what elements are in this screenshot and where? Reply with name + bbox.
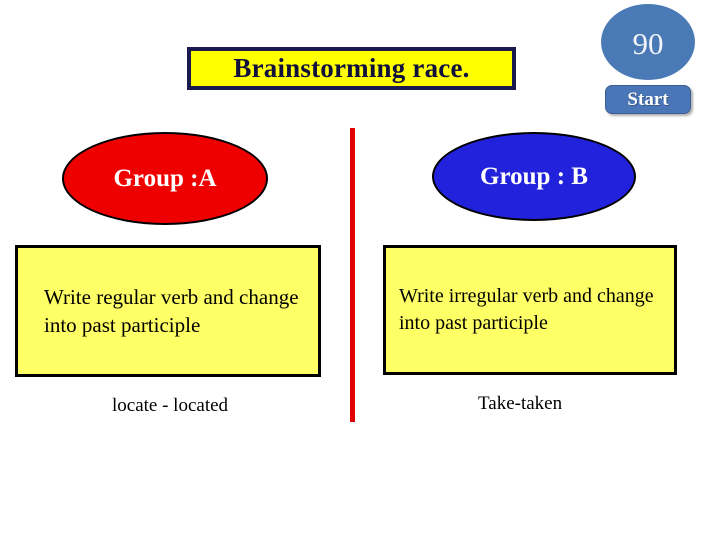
slide-title-box: Brainstorming race. (187, 47, 516, 90)
timer-value: 90 (632, 25, 664, 61)
group-a-task-box: Write regular verb and change into past … (15, 245, 321, 377)
group-a-badge: Group :A (62, 132, 268, 225)
group-b-example: Take-taken (478, 393, 563, 414)
group-b-badge: Group : B (432, 132, 636, 221)
group-b-task-box: Write irregular verb and change into pas… (383, 245, 677, 375)
start-button[interactable]: Start (605, 85, 691, 114)
group-a-example: locate - located (112, 395, 229, 416)
group-b-label: Group : B (480, 163, 588, 190)
group-a-label: Group :A (113, 165, 217, 192)
group-b-task-text: Write irregular verb and change into pas… (399, 285, 654, 334)
vertical-divider (350, 128, 355, 422)
countdown-timer: 90 (601, 4, 695, 80)
page-title: Brainstorming race. (233, 53, 470, 83)
start-button-label: Start (627, 89, 669, 110)
group-a-task-text: Write regular verb and change into past … (44, 284, 299, 337)
